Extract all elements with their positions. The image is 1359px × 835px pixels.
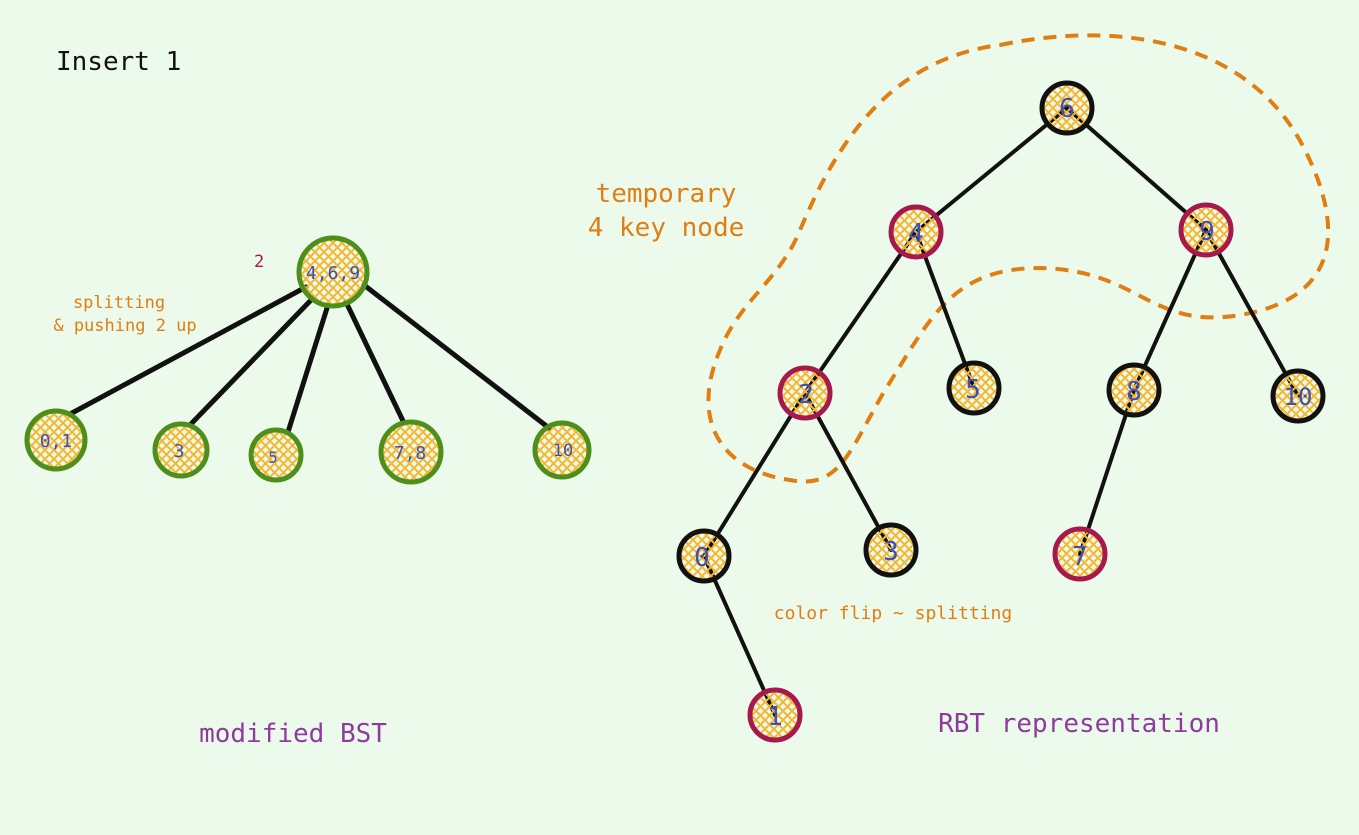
page-title: Insert 1 [56, 47, 181, 77]
rbt-node-red: 4 [888, 204, 944, 260]
btree-node: 10 [532, 420, 592, 480]
btree-node-label: 5 [268, 448, 278, 467]
promoted-key: 2 [254, 252, 264, 272]
rbt-edges [702, 106, 1300, 717]
rbt-node-label: 5 [965, 375, 981, 405]
rbt-node-black: 0 [676, 528, 732, 584]
rbt-node-label: 10 [1284, 383, 1313, 411]
rbt-node-label: 8 [1126, 377, 1142, 407]
temp-node-outline [706, 33, 1330, 484]
split-note-line1: splitting [73, 293, 165, 313]
btree-node: 5 [248, 427, 304, 483]
btree-node-label: 3 [174, 441, 185, 462]
rbt-node-label: 4 [908, 219, 924, 249]
rbt-node-label: 3 [883, 537, 899, 567]
temp-node-label-line1: temporary [596, 179, 737, 209]
rbt-node-black: 5 [946, 360, 1002, 416]
temp-node-label-line2: 4 key node [588, 213, 745, 243]
rbt-node-black: 8 [1106, 362, 1162, 418]
rbt-node-red: 9 [1178, 202, 1234, 258]
btree-node-label: 0,1 [40, 431, 73, 452]
split-note-line2: & pushing 2 up [53, 316, 196, 336]
rbt-node-label: 6 [1059, 94, 1075, 124]
btree-node-label: 10 [553, 441, 573, 461]
rbt-node-black: 3 [863, 522, 919, 578]
rbt-node-black: 6 [1039, 80, 1095, 136]
rbt-node-label: 1 [767, 702, 783, 732]
btree-edges [69, 282, 552, 435]
btree-node-label: 7,8 [394, 443, 427, 464]
btree-root-node: 4,6,9 [296, 235, 370, 309]
btree-node: 7,8 [378, 419, 444, 485]
btree-node: 3 [152, 421, 210, 479]
color-flip-note: color flip ~ splitting [774, 603, 1012, 624]
rbt-node-label: 9 [1199, 217, 1215, 247]
rbt-node-label: 7 [1072, 542, 1088, 572]
rbt-node-label: 0 [694, 543, 710, 573]
rbt-node-red: 1 [747, 687, 803, 743]
btree-node: 0,1 [24, 408, 88, 472]
rbt-node-red: 7 [1052, 526, 1108, 582]
btree-root-label: 4,6,9 [306, 263, 360, 284]
rbt-node-red: 2 [777, 365, 833, 421]
rbt-node-label: 2 [798, 380, 814, 410]
right-caption: RBT representation [938, 709, 1220, 739]
left-caption: modified BST [199, 719, 387, 749]
rbt-node-black: 10 [1270, 368, 1326, 424]
